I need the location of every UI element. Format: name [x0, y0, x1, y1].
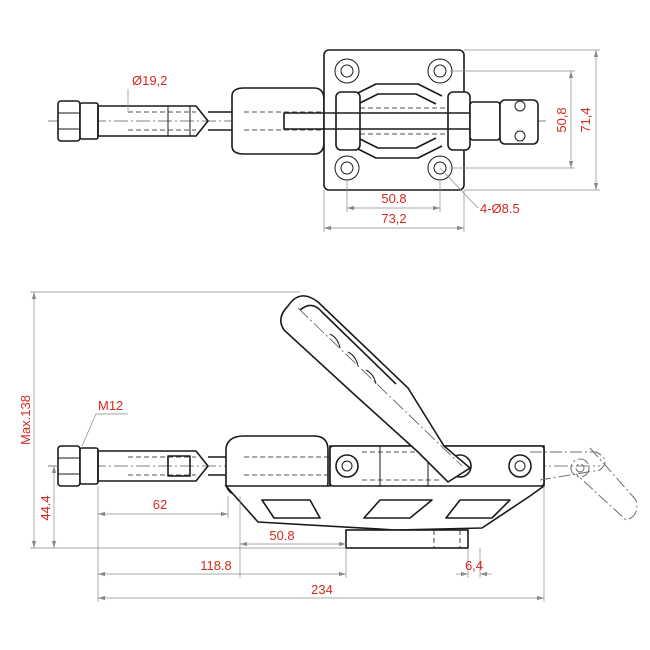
top-hole-spacing-x: 50.8 [381, 191, 406, 206]
top-hole-spacing-y: 50,8 [554, 107, 569, 132]
top-hex-nut [57, 100, 99, 142]
side-view: Max.138 44.4 M12 62 50.8 118.8 6,4 234 [18, 291, 638, 602]
side-mount-to-tip: 118.8 [200, 558, 232, 573]
top-linkage [283, 83, 539, 159]
side-axis-height: 44.4 [38, 495, 53, 520]
top-pin-diameter: Ø19,2 [132, 73, 167, 88]
side-hex-nut [57, 445, 99, 487]
top-mount-holes-label: 4-Ø8.5 [480, 201, 520, 216]
side-overall-length: 234 [311, 582, 333, 597]
side-handle [280, 295, 472, 484]
side-base [345, 529, 469, 549]
top-base-height: 71,4 [578, 107, 593, 132]
top-view: Ø19,2 50,8 71,4 50.8 73,2 4-Ø8.5 [48, 49, 600, 232]
side-thread-label: M12 [98, 398, 123, 413]
top-plunger [97, 105, 232, 137]
side-base-thickness: 6,4 [465, 558, 483, 573]
top-housing [231, 87, 325, 155]
side-max-height: Max.138 [18, 395, 33, 445]
side-plunger-length: 62 [153, 497, 167, 512]
side-base-hole-spacing: 50.8 [269, 528, 294, 543]
side-handle-alt-position [530, 447, 638, 521]
top-base-width: 73,2 [381, 211, 406, 226]
